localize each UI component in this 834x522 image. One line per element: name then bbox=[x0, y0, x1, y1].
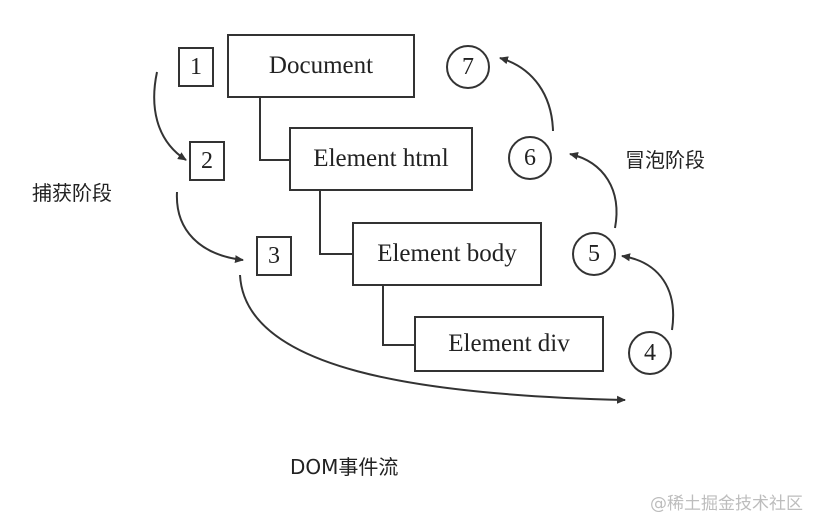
bubble-step-6: 6 bbox=[508, 136, 552, 180]
bubble-step-5: 5 bbox=[572, 232, 616, 276]
capture-step-1: 1 bbox=[178, 47, 214, 87]
capture-arrow-1-2 bbox=[153, 71, 187, 161]
bubble-step-7: 7 bbox=[446, 45, 490, 89]
node-document: Document bbox=[227, 34, 415, 98]
bubble-arrow-6-7 bbox=[499, 56, 554, 132]
tree-connector-document-html bbox=[259, 97, 290, 161]
node-element-div: Element div bbox=[414, 316, 604, 372]
watermark: @稀土掘金技术社区 bbox=[650, 494, 803, 514]
tree-connector-body-div bbox=[382, 286, 415, 346]
bubble-step-4: 4 bbox=[628, 331, 672, 375]
bubble-arrow-4-5 bbox=[621, 253, 675, 331]
capture-phase-label: 捕获阶段 bbox=[32, 181, 112, 205]
capture-step-3: 3 bbox=[256, 236, 292, 276]
node-element-body: Element body bbox=[352, 222, 542, 286]
tree-connector-html-body bbox=[319, 190, 353, 255]
diagram-caption: DOM事件流 bbox=[290, 455, 399, 479]
bubble-arrow-5-6 bbox=[569, 151, 618, 229]
capture-arrow-2-3 bbox=[175, 191, 244, 264]
bubble-phase-label: 冒泡阶段 bbox=[625, 148, 705, 172]
node-element-html: Element html bbox=[289, 127, 473, 191]
capture-arrow-3-4 bbox=[239, 274, 626, 404]
capture-step-2: 2 bbox=[189, 141, 225, 181]
